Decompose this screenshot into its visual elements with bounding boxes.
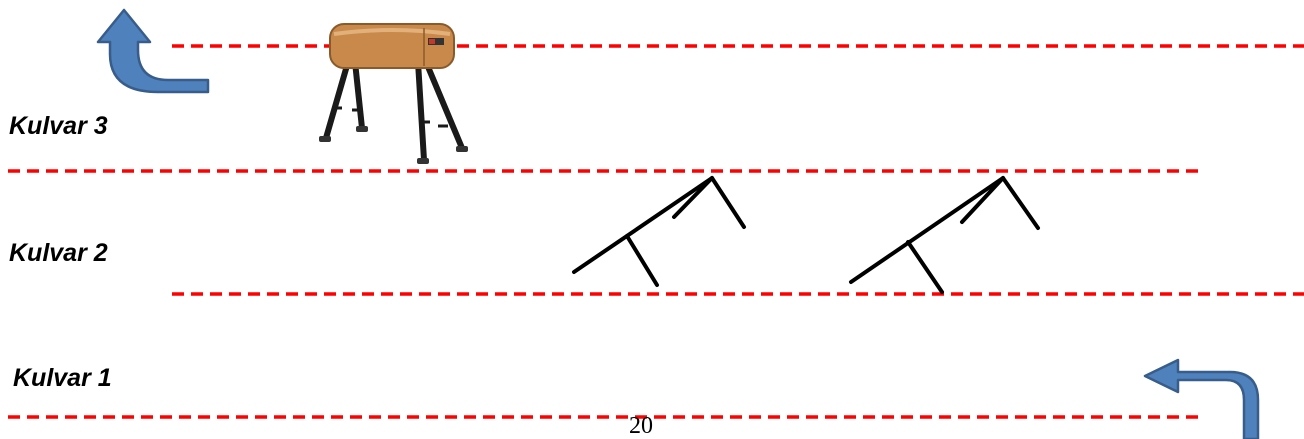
lane-label-1: Kulvar 1: [13, 364, 112, 392]
curved-arrow-up-icon: [96, 8, 210, 94]
hurdle-icon: [849, 176, 1040, 294]
hurdle-icon: [572, 176, 746, 287]
page-number: 20: [629, 413, 653, 439]
lane-label-3: Kulvar 3: [9, 112, 108, 140]
lane-label-2: Kulvar 2: [9, 239, 108, 267]
vaulting-horse-icon: [319, 23, 468, 164]
curved-arrow-left-icon: [1143, 358, 1260, 439]
